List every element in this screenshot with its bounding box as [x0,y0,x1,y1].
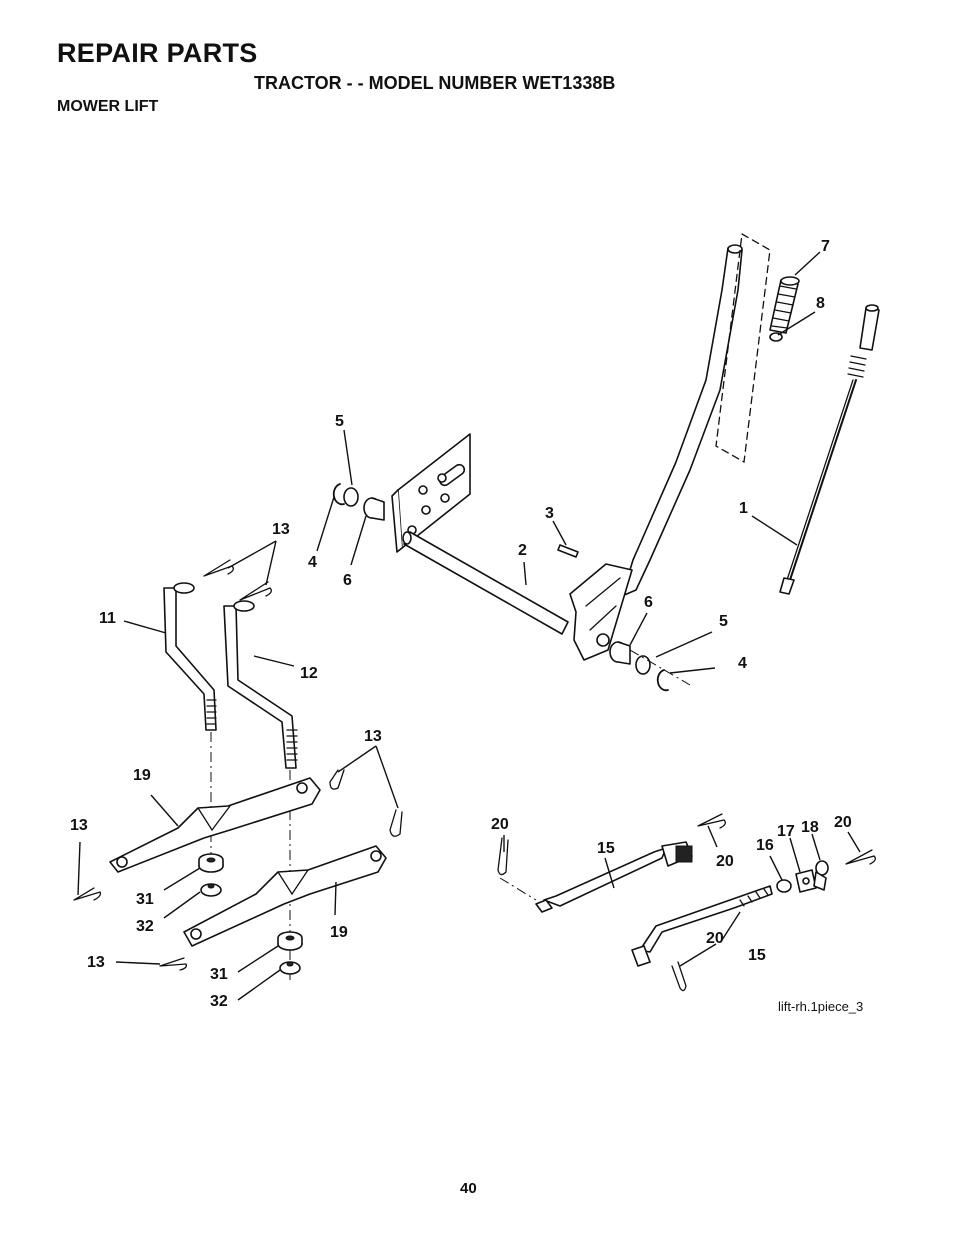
bushing-left [363,497,385,521]
page-number: 40 [460,1180,477,1197]
callout-15-lower: 15 [748,947,766,964]
spacer-upper [198,853,224,873]
callout-20-right: 20 [834,814,852,831]
hairpin-clips-rod [497,813,876,992]
lift-arm-lower [183,845,387,947]
lift-arm-upper [109,777,321,873]
callout-13-top: 13 [272,521,290,538]
callout-5-right: 5 [719,613,728,630]
trunnion-nut [813,860,829,891]
callout-3: 3 [545,505,554,522]
e-ring-right [656,669,669,692]
callout-6-right: 6 [644,594,653,611]
callout-4-right: 4 [738,655,747,672]
callout-8: 8 [816,295,825,312]
callout-20-left: 20 [491,816,509,833]
callout-2: 2 [518,542,527,559]
callout-19-upper: 19 [133,767,151,784]
callout-11: 11 [99,610,116,627]
callout-20-lower: 20 [706,930,724,947]
lift-handle [621,244,743,597]
handle-grip [769,276,800,334]
lift-rod [779,304,880,595]
trunnion-block [795,869,817,893]
lift-link-left [163,582,217,731]
leader-lines [77,251,861,1001]
spacer-lower [277,931,303,951]
callout-12: 12 [300,665,318,682]
page-title: REPAIR PARTS [57,38,258,68]
figure-reference: lift-rh.1piece_3 [778,999,863,1014]
callout-4-left: 4 [308,554,317,571]
pin [557,544,579,558]
nut-16 [776,879,792,893]
callout-32-upper: 32 [136,918,154,935]
callout-17: 17 [777,823,795,840]
callout-13-bottom: 13 [87,954,105,971]
callout-16: 16 [756,837,774,854]
nut-upper [200,883,222,897]
callouts: 1 2 3 4 4 5 5 6 6 7 8 11 12 13 13 13 13 … [70,238,852,1010]
callout-13-left: 13 [70,817,88,834]
e-ring-left [332,483,345,506]
callout-20-mid: 20 [716,853,734,870]
callout-1: 1 [739,500,748,517]
section-heading: MOWER LIFT [57,98,159,115]
pivot-bracket [569,563,633,661]
callout-5-left: 5 [335,413,344,430]
washer-left [343,487,359,507]
lift-shaft [402,531,569,635]
callout-15-upper: 15 [597,840,615,857]
adjustment-rod-upper [535,841,693,913]
washer-right [635,655,651,675]
nut-lower [279,961,301,975]
model-subtitle: TRACTOR - - MODEL NUMBER WET1338B [254,73,616,93]
bushing-right [609,641,631,665]
callout-32-lower: 32 [210,993,228,1010]
callout-6-left: 6 [343,572,352,589]
callout-7: 7 [821,238,830,255]
adjustment-rod-lower [631,885,773,967]
callout-18: 18 [801,819,819,836]
callout-31-lower: 31 [210,966,228,983]
lift-link-right [223,600,298,769]
callout-19-lower: 19 [330,924,348,941]
callout-31-upper: 31 [136,891,154,908]
callout-13-right: 13 [364,728,382,745]
